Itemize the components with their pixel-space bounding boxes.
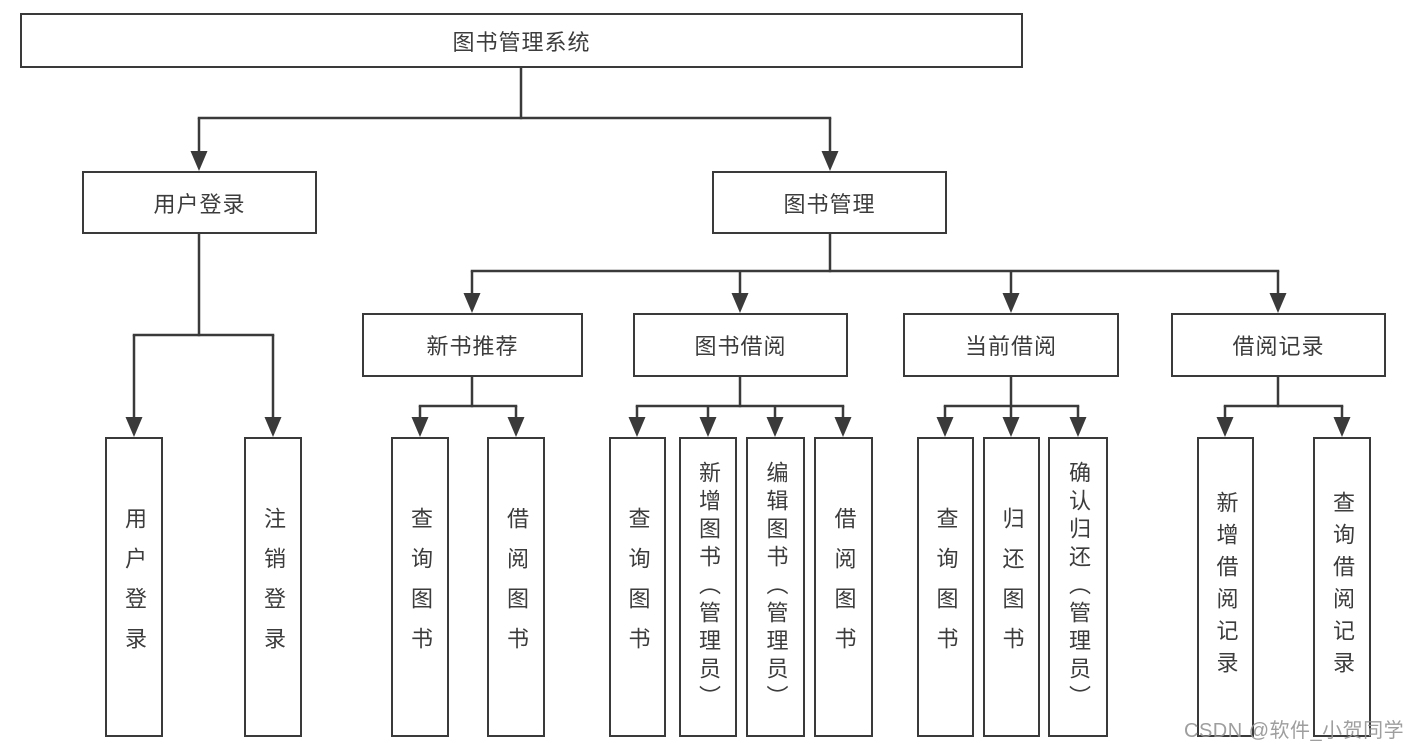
node-book-management: 图书管理 <box>712 171 947 234</box>
leaf-return-books: 归还图书 <box>983 437 1040 737</box>
leaf-label: 借阅图书 <box>504 507 529 667</box>
leaf-user-login: 用户登录 <box>105 437 163 737</box>
node-label: 图书借阅 <box>694 334 787 359</box>
leaf-label: 新增借阅记录 <box>1213 491 1239 683</box>
leaf-label: 查询借阅记录 <box>1330 491 1355 683</box>
leaf-edit-books-admin: 编辑图书（管理员） <box>746 437 805 737</box>
leaf-label: 查询图书 <box>408 507 433 667</box>
leaf-query-books-3: 查询图书 <box>917 437 974 737</box>
leaf-confirm-return-admin: 确认归还（管理员） <box>1048 437 1108 737</box>
leaf-add-borrow-record: 新增借阅记录 <box>1197 437 1254 737</box>
node-label: 图书管理 <box>783 191 876 217</box>
node-label: 新书推荐 <box>426 334 519 359</box>
leaf-label: 确认归还（管理员） <box>1066 461 1091 713</box>
leaf-label: 查询图书 <box>625 507 651 667</box>
node-label: 用户登录 <box>153 191 246 217</box>
leaf-label: 归还图书 <box>999 507 1025 667</box>
leaf-add-books-admin: 新增图书（管理员） <box>679 437 737 737</box>
leaf-label: 查询图书 <box>933 507 959 667</box>
leaf-label: 借阅图书 <box>831 507 857 667</box>
node-label: 借阅记录 <box>1232 334 1325 359</box>
leaf-label: 新增图书（管理员） <box>696 461 721 713</box>
leaf-borrow-books-1: 借阅图书 <box>487 437 545 737</box>
node-label: 当前借阅 <box>964 334 1057 359</box>
leaf-label: 用户登录 <box>122 507 147 667</box>
node-user-login: 用户登录 <box>82 171 317 234</box>
csdn-watermark: CSDN @软件_小贺同学 <box>1184 720 1405 742</box>
leaf-borrow-books-2: 借阅图书 <box>814 437 873 737</box>
node-borrow-records: 借阅记录 <box>1171 313 1386 377</box>
leaf-logout: 注销登录 <box>244 437 302 737</box>
leaf-query-books-1: 查询图书 <box>391 437 449 737</box>
leaf-query-books-2: 查询图书 <box>609 437 666 737</box>
node-new-book-recommend: 新书推荐 <box>362 313 583 377</box>
leaf-query-borrow-record: 查询借阅记录 <box>1313 437 1371 737</box>
node-label: 图书管理系统 <box>452 29 591 55</box>
node-library-management-system: 图书管理系统 <box>20 13 1023 68</box>
leaf-label: 编辑图书（管理员） <box>763 461 789 713</box>
node-book-borrow: 图书借阅 <box>633 313 848 377</box>
leaf-label: 注销登录 <box>261 507 286 667</box>
node-current-borrow: 当前借阅 <box>903 313 1119 377</box>
